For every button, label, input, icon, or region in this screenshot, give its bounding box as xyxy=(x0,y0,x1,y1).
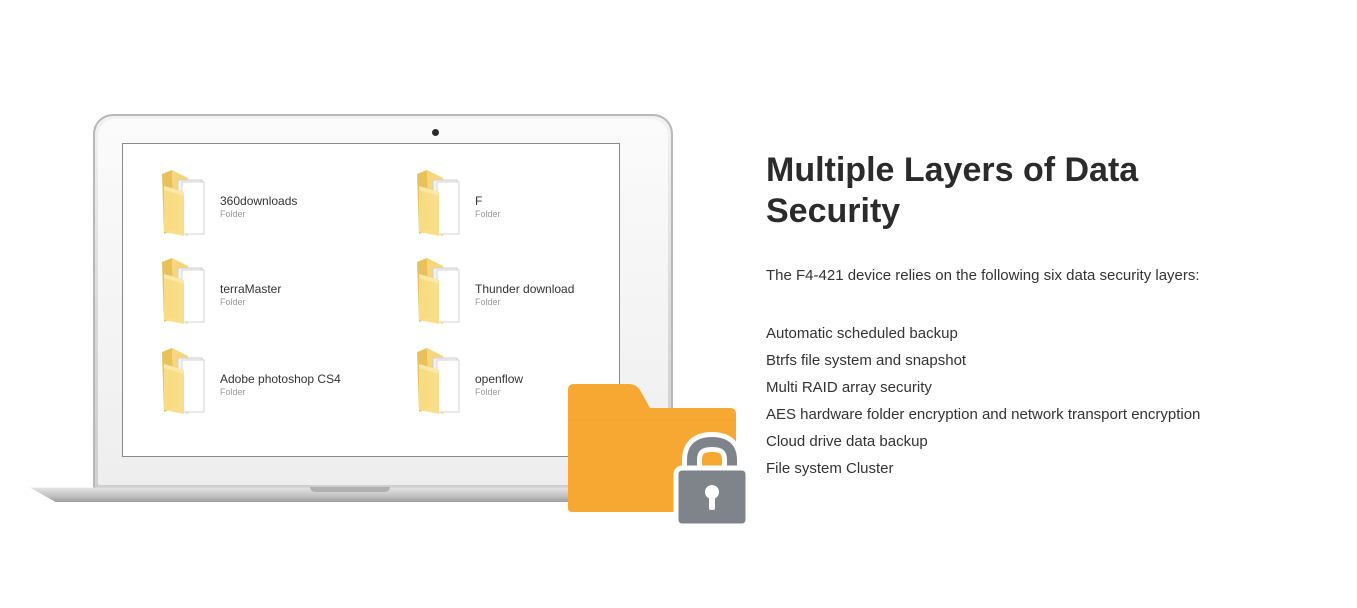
feature-item: Multi RAID array security xyxy=(766,379,932,396)
content-section: Multiple Layers of Data Security The F4-… xyxy=(766,150,1326,482)
folder-icon xyxy=(162,258,205,324)
laptop-screen: 360downloads Folder xyxy=(122,143,620,457)
feature-item: AES hardware folder encryption and netwo… xyxy=(766,406,1201,423)
folder-icon xyxy=(162,348,205,414)
laptop-base xyxy=(30,487,670,502)
folder-type: Folder xyxy=(220,297,246,307)
laptop-bezel: 360downloads Folder xyxy=(98,119,668,485)
folder-name: Adobe photoshop CS4 xyxy=(220,372,341,386)
section-title: Multiple Layers of Data Security xyxy=(766,150,1326,232)
folder-type: Folder xyxy=(475,209,501,219)
title-line-1: Multiple Layers of Data xyxy=(766,151,1139,189)
folder-type: Folder xyxy=(220,209,246,219)
title-line-2: Security xyxy=(766,192,901,230)
laptop-notch xyxy=(310,487,390,492)
folder-grid: 360downloads Folder xyxy=(158,166,618,436)
folder-icon xyxy=(162,170,205,236)
folder-name: F xyxy=(475,194,483,208)
folder-icon xyxy=(417,258,460,324)
laptop-lid: 360downloads Folder xyxy=(93,114,673,490)
laptop-illustration: 360downloads Folder xyxy=(30,114,673,508)
folder-item-openflow[interactable]: openflow Folder xyxy=(413,344,643,422)
folder-name: openflow xyxy=(475,372,524,386)
webcam-icon xyxy=(432,129,439,136)
folder-item-terramaster[interactable]: terraMaster Folder xyxy=(158,254,388,332)
lock-folder-illustration xyxy=(568,384,750,528)
intro-text: The F4-421 device relies on the followin… xyxy=(766,267,1200,284)
feature-item: Btrfs file system and snapshot xyxy=(766,352,967,369)
feature-item: File system Cluster xyxy=(766,460,894,477)
folder-type: Folder xyxy=(475,297,501,307)
feature-list: Automatic scheduled backup Btrfs file sy… xyxy=(766,320,1326,482)
folder-name: terraMaster xyxy=(220,282,282,296)
feature-item: Automatic scheduled backup xyxy=(766,325,958,342)
folder-icon xyxy=(417,348,460,414)
folder-item-adobe-photoshop-cs4[interactable]: Adobe photoshop CS4 Folder xyxy=(158,344,388,422)
folder-name: 360downloads xyxy=(220,194,298,208)
folder-item-thunder-download[interactable]: Thunder download Folder xyxy=(413,254,643,332)
folder-type: Folder xyxy=(220,387,246,397)
padlock-icon xyxy=(673,431,750,528)
folder-name: Thunder download xyxy=(475,282,575,296)
folder-type: Folder xyxy=(475,387,501,397)
feature-item: Cloud drive data backup xyxy=(766,433,928,450)
folder-item-360downloads[interactable]: 360downloads Folder xyxy=(158,166,388,244)
folder-icon xyxy=(417,170,460,236)
folder-item-f[interactable]: F Folder xyxy=(413,166,643,244)
